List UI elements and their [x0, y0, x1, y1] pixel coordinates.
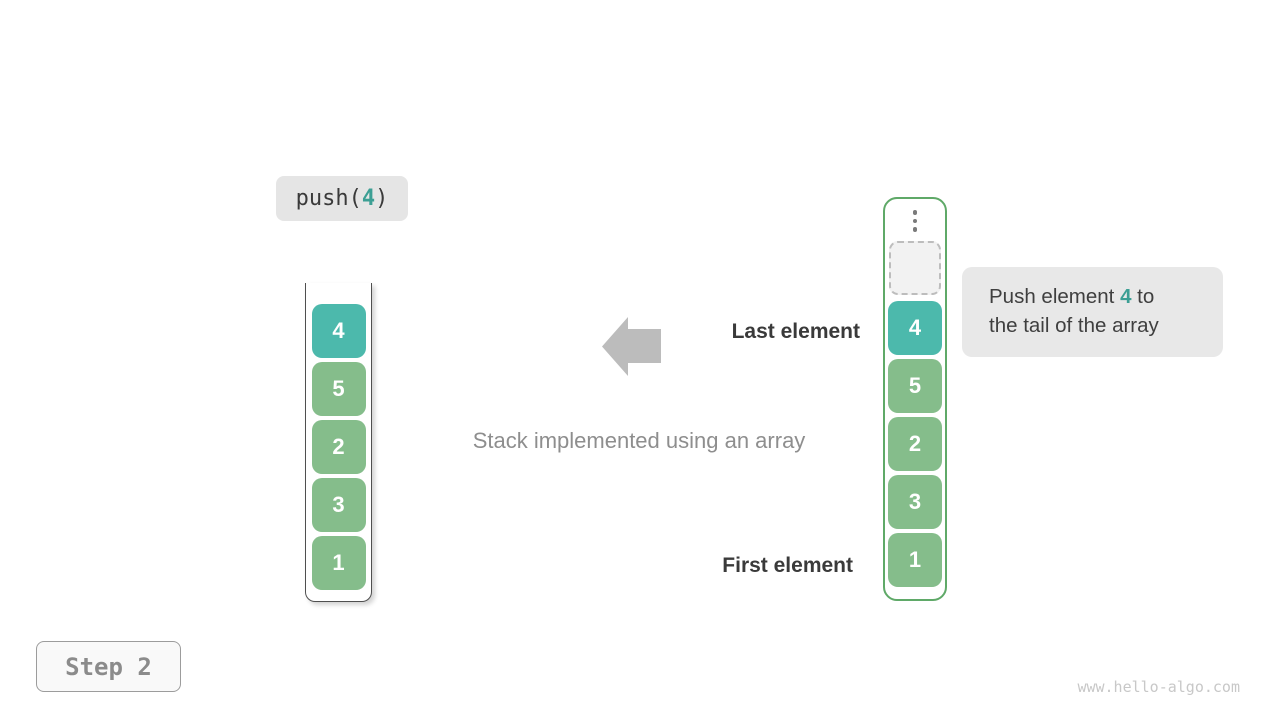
stack-cell: 4 [311, 304, 366, 358]
vertical-ellipsis-icon [912, 210, 918, 232]
step-badge: Step 2 [36, 641, 181, 692]
array-cell: 2 [888, 416, 942, 471]
first-element-label: First element [722, 554, 853, 577]
push-operation-label: push(4) [276, 176, 408, 221]
step-badge-label: Step 2 [65, 652, 152, 681]
tooltip-line1-prefix: Push element [989, 285, 1121, 308]
stack-cell: 2 [311, 420, 366, 474]
stack-cell: 1 [311, 536, 366, 590]
array-cell: 5 [888, 358, 942, 413]
tooltip-accent-value: 4 [1120, 285, 1132, 308]
array-cell: 1 [888, 532, 942, 587]
array-cell: 3 [888, 474, 942, 529]
array-cell: 4 [888, 300, 942, 355]
ellipsis-dot [912, 218, 918, 223]
tooltip-bubble: Push element 4 to the tail of the array [962, 267, 1223, 357]
empty-array-slot [889, 240, 941, 295]
stack-cell: 3 [311, 478, 366, 532]
stack-cell: 5 [311, 362, 366, 416]
tooltip-line1-suffix: to [1131, 285, 1155, 308]
push-label-suffix: ) [375, 186, 389, 211]
stack-container: 4 5 2 3 1 [305, 283, 372, 602]
ellipsis-dot [912, 227, 918, 232]
ellipsis-dot [912, 210, 918, 215]
left-arrow-icon [602, 317, 661, 376]
push-label-prefix: push( [295, 186, 362, 211]
tooltip-line2: the tail of the array [989, 314, 1159, 337]
array-container: 4 5 2 3 1 [883, 197, 947, 601]
diagram-caption: Stack implemented using an array [472, 428, 806, 453]
push-label-arg: 4 [361, 186, 376, 211]
watermark: www.hello-algo.com [1077, 678, 1240, 696]
last-element-label: Last element [731, 320, 860, 343]
